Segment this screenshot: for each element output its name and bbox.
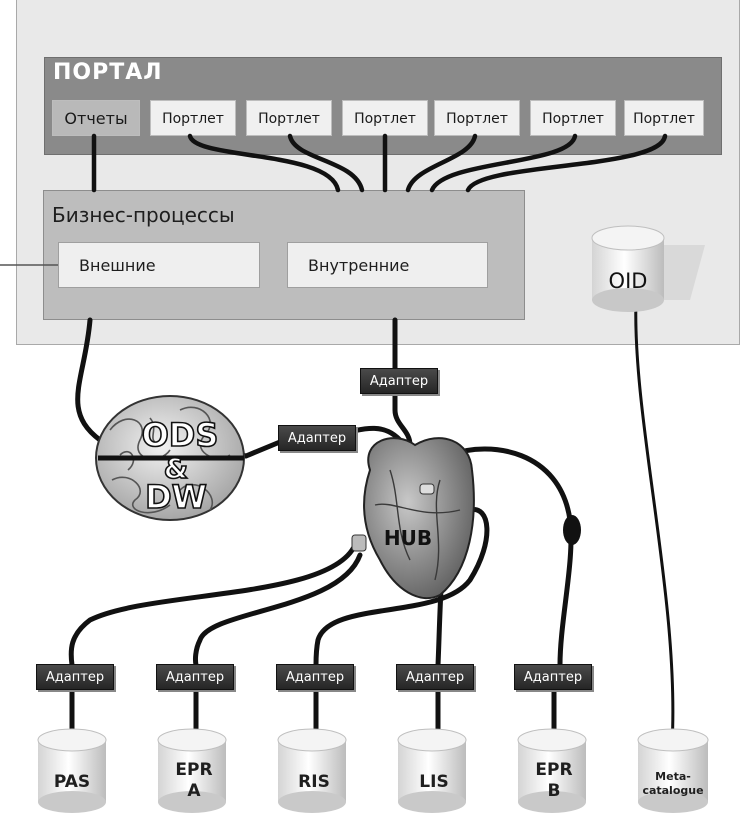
db-label-meta-line1: Meta- <box>655 770 691 783</box>
database-pas-icon <box>37 728 107 813</box>
database-ris-icon <box>277 728 347 813</box>
database-epr-b-icon <box>517 728 587 813</box>
adapter-lis-box: Адаптер <box>396 664 474 690</box>
db-label-meta-line2: catalogue <box>642 784 703 797</box>
portal-title: ПОРТАЛ <box>53 60 163 85</box>
adapter-top-box: Адаптер <box>360 368 438 394</box>
db-label-pas: PAS <box>54 772 90 792</box>
portlet-box: Портлет <box>434 100 520 136</box>
brain-label: ODS & DW <box>141 415 219 517</box>
hub-label: HUB <box>384 526 432 550</box>
adapter-epr-b-box: Адаптер <box>514 664 592 690</box>
ods-label: ODS <box>142 416 219 454</box>
adapter-middle-box: Адаптер <box>278 425 356 451</box>
cable-junction <box>563 515 581 545</box>
db-label-ris: RIS <box>298 772 330 792</box>
dw-label: DW <box>145 478 207 516</box>
oid-database-icon <box>591 225 705 312</box>
db-label-epr-b-line1: EPR <box>535 760 572 780</box>
database-epr-a-icon <box>157 728 227 813</box>
adapter-pas-box: Адаптер <box>36 664 114 690</box>
external-processes-box: Внешние <box>58 242 260 288</box>
oid-label: OID <box>609 269 648 293</box>
db-label-epr-a-line2: A <box>187 781 201 801</box>
portlet-box: Портлет <box>246 100 332 136</box>
ampersand-label: & <box>164 452 188 485</box>
portlet-cables <box>91 133 668 193</box>
portlet-box: Портлет <box>530 100 616 136</box>
adapter-ris-box: Адаптер <box>276 664 354 690</box>
reports-box: Отчеты <box>52 100 140 136</box>
brain-shape <box>95 395 245 521</box>
portlet-box: Портлет <box>342 100 428 136</box>
business-processes-title: Бизнес-процессы <box>52 203 235 227</box>
adapter-epr-a-box: Адаптер <box>156 664 234 690</box>
db-label-epr-a-line1: EPR <box>175 760 212 780</box>
portlet-box: Портлет <box>624 100 704 136</box>
database-lis-icon <box>397 728 467 813</box>
heart-shape <box>351 437 475 600</box>
database-metacatalogue-icon <box>637 728 709 813</box>
db-label-epr-b-line2: B <box>548 781 561 801</box>
portlet-box: Портлет <box>150 100 236 136</box>
oid-cable <box>634 299 675 746</box>
db-label-lis: LIS <box>419 772 448 792</box>
internal-processes-box: Внутренние <box>287 242 488 288</box>
